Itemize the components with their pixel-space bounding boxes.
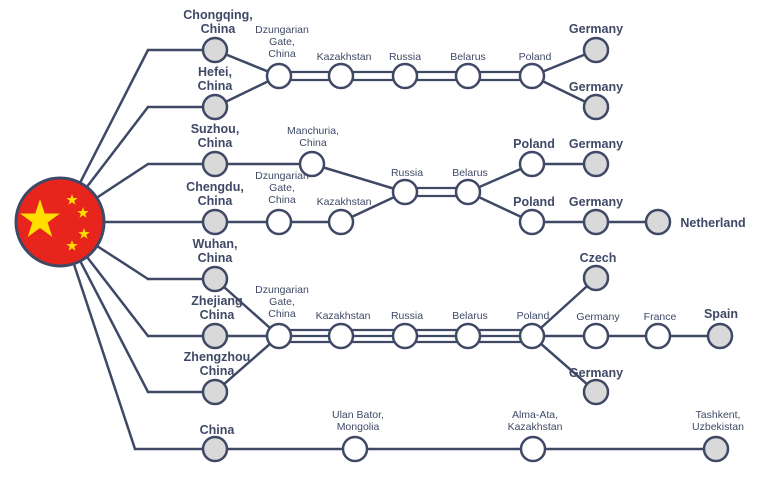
label-row2-poland-bottom: Poland	[513, 195, 555, 209]
label-hefei: Hefei,China	[198, 65, 234, 93]
node-suzhou	[201, 150, 229, 178]
node-row3-spain	[706, 322, 734, 350]
label-row1-poland: Poland	[519, 51, 552, 63]
label-chengdu: Chengdu,China	[186, 180, 244, 208]
node-chongqing	[201, 36, 229, 64]
node-row3-france	[644, 322, 672, 350]
station-nodes	[201, 36, 734, 463]
connector-line	[213, 334, 281, 394]
connector-line	[310, 162, 407, 194]
node-row2-poland-top	[518, 150, 546, 178]
station-labels: Chongqing,China Hefei,China Suzhou,China…	[183, 8, 745, 437]
node-row1-germany-top	[582, 36, 610, 64]
node-row1-russia	[391, 62, 419, 90]
node-row2-russia	[391, 178, 419, 206]
label-row1-belarus: Belarus	[450, 51, 486, 63]
node-row3-germany-mid	[582, 322, 610, 350]
node-row3-belarus	[454, 322, 482, 350]
node-row4-ulan-bator	[341, 435, 369, 463]
node-row2-netherland	[644, 208, 672, 236]
node-china	[201, 435, 229, 463]
label-row3-kazakhstan: Kazakhstan	[316, 310, 371, 322]
label-row1-russia: Russia	[389, 51, 421, 63]
node-row3-russia	[391, 322, 419, 350]
connector-line	[530, 334, 598, 394]
label-row2-belarus: Belarus	[452, 167, 488, 179]
label-row3-belarus: Belarus	[452, 310, 488, 322]
label-row3-france: France	[644, 311, 677, 323]
node-row2-germany-bottom	[582, 208, 610, 236]
label-china: China	[200, 423, 236, 437]
node-row4-tashkent	[702, 435, 730, 463]
label-row4-tashkent: Tashkent,Uzbekistan	[692, 409, 744, 433]
label-row2-kazakhstan: Kazakhstan	[317, 196, 372, 208]
label-row3-germany-bottom: Germany	[569, 366, 623, 380]
node-row2-kazakhstan	[327, 208, 355, 236]
node-row1-germany-bottom	[582, 93, 610, 121]
label-row3-spain: Spain	[704, 307, 738, 321]
node-row2-manchuria	[298, 150, 326, 178]
node-zhejiang	[201, 322, 229, 350]
node-zhengzhou	[201, 378, 229, 406]
node-row3-czech	[582, 264, 610, 292]
label-row4-alma-ata: Alma-Ata,Kazakhstan	[508, 409, 563, 433]
label-chongqing: Chongqing,China	[183, 8, 252, 36]
node-row3-kazakhstan	[327, 322, 355, 350]
node-row1-belarus	[454, 62, 482, 90]
node-wuhan	[201, 265, 229, 293]
connector-lines	[58, 48, 722, 451]
node-row2-belarus	[454, 178, 482, 206]
label-row1-kazakhstan: Kazakhstan	[317, 51, 372, 63]
connector-line	[213, 277, 281, 338]
node-row1-kazakhstan	[327, 62, 355, 90]
label-row2-germany-bottom: Germany	[569, 195, 623, 209]
label-row2-poland-top: Poland	[513, 137, 555, 151]
connector-line	[530, 276, 598, 338]
node-row4-alma-ata	[519, 435, 547, 463]
node-hefei	[201, 93, 229, 121]
node-row2-poland-bottom	[518, 208, 546, 236]
node-row1-dzungarian	[265, 62, 293, 90]
node-row3-poland	[518, 322, 546, 350]
label-row3-russia: Russia	[391, 310, 423, 322]
node-row2-germany-top	[582, 150, 610, 178]
node-row3-dzungarian	[265, 322, 293, 350]
label-row4-ulan-bator: Ulan Bator,Mongolia	[332, 409, 384, 433]
label-row3-poland: Poland	[517, 310, 550, 322]
node-row1-poland	[518, 62, 546, 90]
label-suzhou: Suzhou,China	[191, 122, 240, 150]
node-row2-dzungarian	[265, 208, 293, 236]
china-flag-icon	[14, 176, 106, 268]
label-wuhan: Wuhan,China	[193, 237, 238, 265]
node-row3-germany-bottom	[582, 378, 610, 406]
label-row1-germany-top: Germany	[569, 22, 623, 36]
node-chengdu	[201, 208, 229, 236]
label-row1-germany-bottom: Germany	[569, 80, 623, 94]
label-row2-russia: Russia	[391, 167, 423, 179]
label-row2-manchuria: Manchuria,China	[287, 125, 339, 149]
label-row2-germany-top: Germany	[569, 137, 623, 151]
label-row2-netherland: Netherland	[680, 216, 745, 230]
label-row3-czech: Czech	[580, 251, 617, 265]
label-row3-germany-mid: Germany	[576, 311, 620, 323]
